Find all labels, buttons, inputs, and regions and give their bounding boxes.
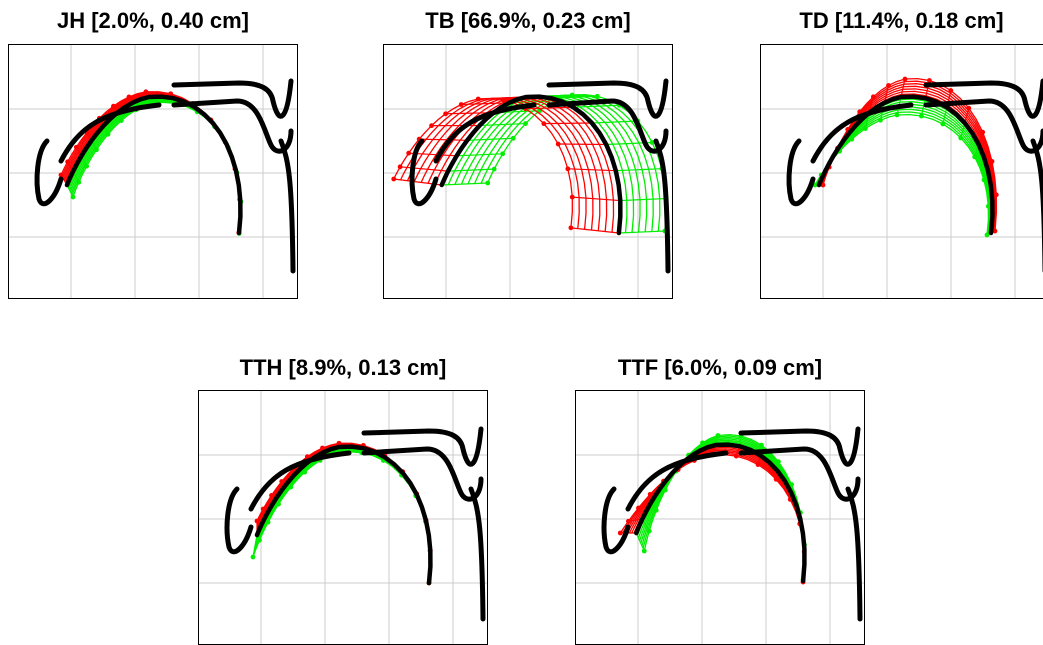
grid xyxy=(576,391,864,644)
plot-frame-td xyxy=(760,44,1043,299)
nasal-outline xyxy=(361,426,484,467)
plot-svg-tb xyxy=(384,45,672,298)
panel-title-jh: JH [2.0%, 0.40 cm] xyxy=(57,8,249,33)
pharynx-outline xyxy=(278,138,296,274)
mean-tongue-contour xyxy=(254,444,433,586)
plot-svg-ttf xyxy=(576,391,864,644)
palate-outline xyxy=(433,102,537,164)
mean-tongue-contour xyxy=(634,442,807,584)
palate-outline xyxy=(625,450,729,512)
palate-outline xyxy=(248,450,352,512)
plot-frame-ttf xyxy=(575,390,865,645)
plot-svg-tth xyxy=(199,391,487,644)
plot-frame-jh xyxy=(8,44,298,299)
pharynx-outline xyxy=(1030,138,1043,273)
vocal-tract-outline xyxy=(786,78,1043,273)
nasal-outline xyxy=(923,78,1043,119)
panel-title-tb: TB [66.9%, 0.23 cm] xyxy=(425,8,631,33)
velum-outline xyxy=(923,98,1043,154)
lip-outline xyxy=(34,138,64,207)
mean-tongue-contour xyxy=(816,94,995,236)
velum-outline xyxy=(361,446,484,502)
lip-outline xyxy=(786,138,816,207)
component-negative-fan xyxy=(250,446,433,586)
grid xyxy=(9,45,297,298)
plot-frame-tth xyxy=(198,390,488,645)
nasal-outline xyxy=(546,78,669,119)
velum-outline xyxy=(738,446,861,502)
panel-title-td: TD [11.4%, 0.18 cm] xyxy=(799,8,1004,33)
pharynx-outline xyxy=(468,486,486,622)
nasal-outline xyxy=(171,78,294,119)
grid xyxy=(199,391,487,644)
vocal-tract-outline xyxy=(34,78,296,274)
panel-title-tth: TTH [8.9%, 0.13 cm] xyxy=(239,355,447,380)
component-negative-fan xyxy=(66,96,244,236)
component-positive-fan xyxy=(254,440,433,586)
nasal-outline xyxy=(738,426,861,467)
mean-tongue-contour xyxy=(64,94,243,236)
panel-title-ttf: TTF [6.0%, 0.09 cm] xyxy=(617,355,823,380)
velum-outline xyxy=(171,98,294,154)
mean-tongue-contour xyxy=(439,94,623,236)
lip-outline xyxy=(601,486,631,555)
plot-svg-jh xyxy=(9,45,297,298)
palate-outline xyxy=(58,102,162,164)
plot-frame-tb xyxy=(383,44,673,299)
pharynx-outline xyxy=(653,138,671,274)
vocal-tract-outline xyxy=(224,426,486,622)
lip-outline xyxy=(224,486,254,555)
lip-outline xyxy=(409,138,439,207)
pharynx-outline xyxy=(845,486,863,622)
plot-svg-td xyxy=(761,45,1043,298)
velum-outline xyxy=(546,98,669,154)
component-negative-fan xyxy=(441,92,669,234)
vocal-tract-outline xyxy=(409,78,671,274)
palate-outline xyxy=(810,102,914,164)
vocal-tract-outline xyxy=(601,426,863,622)
